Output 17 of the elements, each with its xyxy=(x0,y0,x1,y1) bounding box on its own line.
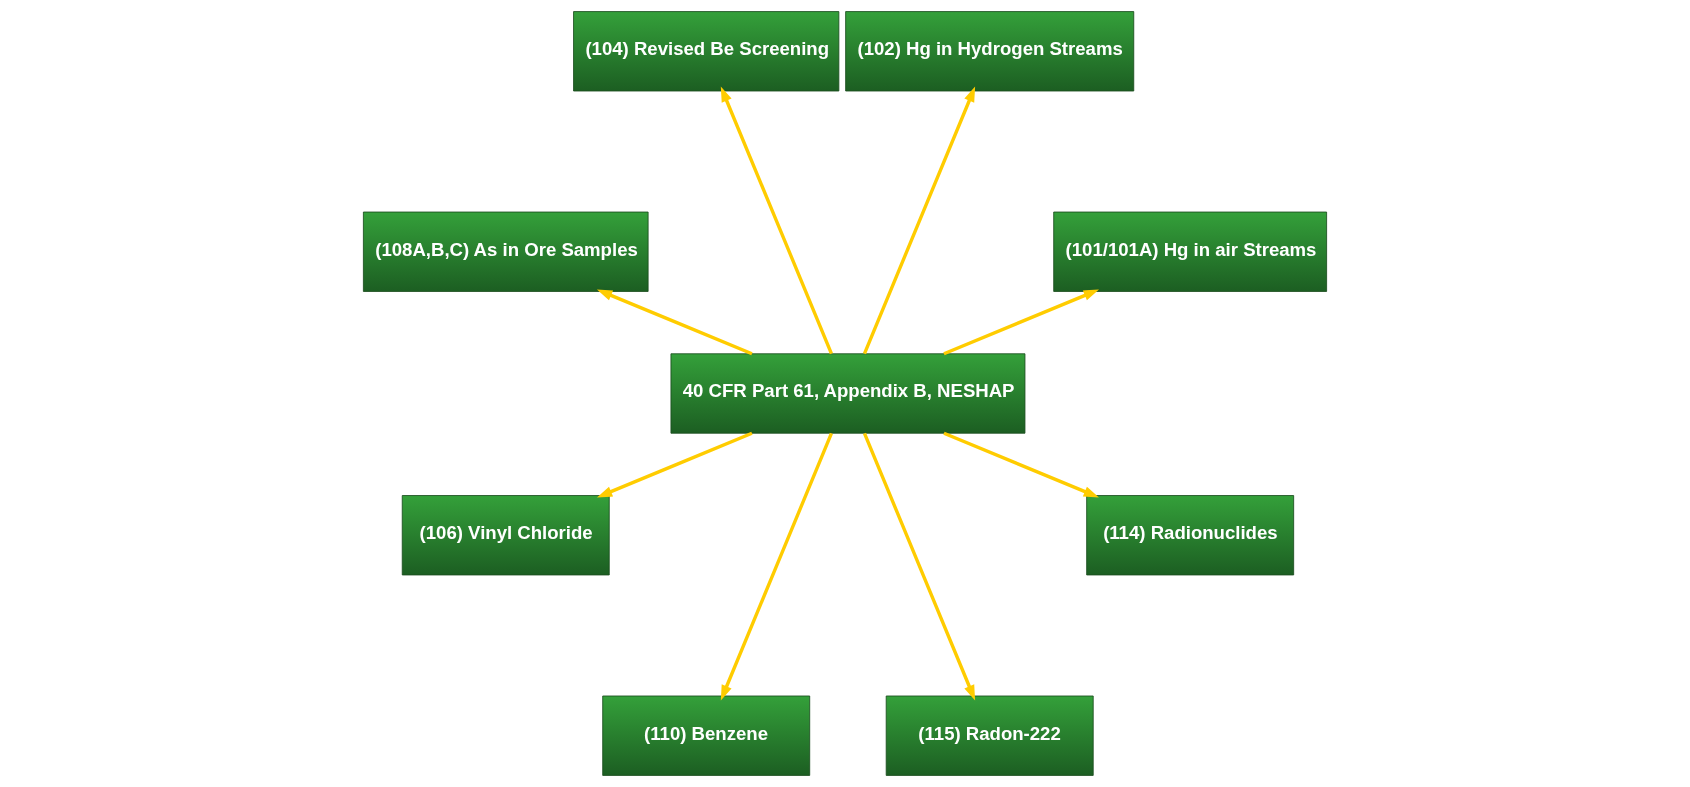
node-box: (108A,B,C) As in Ore Samples xyxy=(362,211,649,292)
arrow xyxy=(720,432,833,701)
node-box: (115) Radon-222 xyxy=(885,695,1094,776)
node-box: (106) Vinyl Chloride xyxy=(401,495,610,576)
node-box: (114) Radionuclides xyxy=(1086,495,1295,576)
node-box: (104) Revised Be Screening xyxy=(573,11,840,92)
arrow xyxy=(862,432,976,701)
node-box: (110) Benzene xyxy=(602,695,811,776)
arrow xyxy=(943,289,1099,356)
arrow xyxy=(596,431,753,498)
node-box: (101/101A) Hg in air Streams xyxy=(1053,211,1328,292)
arrow xyxy=(596,289,753,356)
node-box: (102) Hg in Hydrogen Streams xyxy=(845,11,1135,92)
arrow xyxy=(720,86,833,355)
node-box: 40 CFR Part 61, Appendix B, NESHAP xyxy=(670,353,1026,434)
arrow xyxy=(943,431,1099,498)
arrow xyxy=(862,86,976,355)
